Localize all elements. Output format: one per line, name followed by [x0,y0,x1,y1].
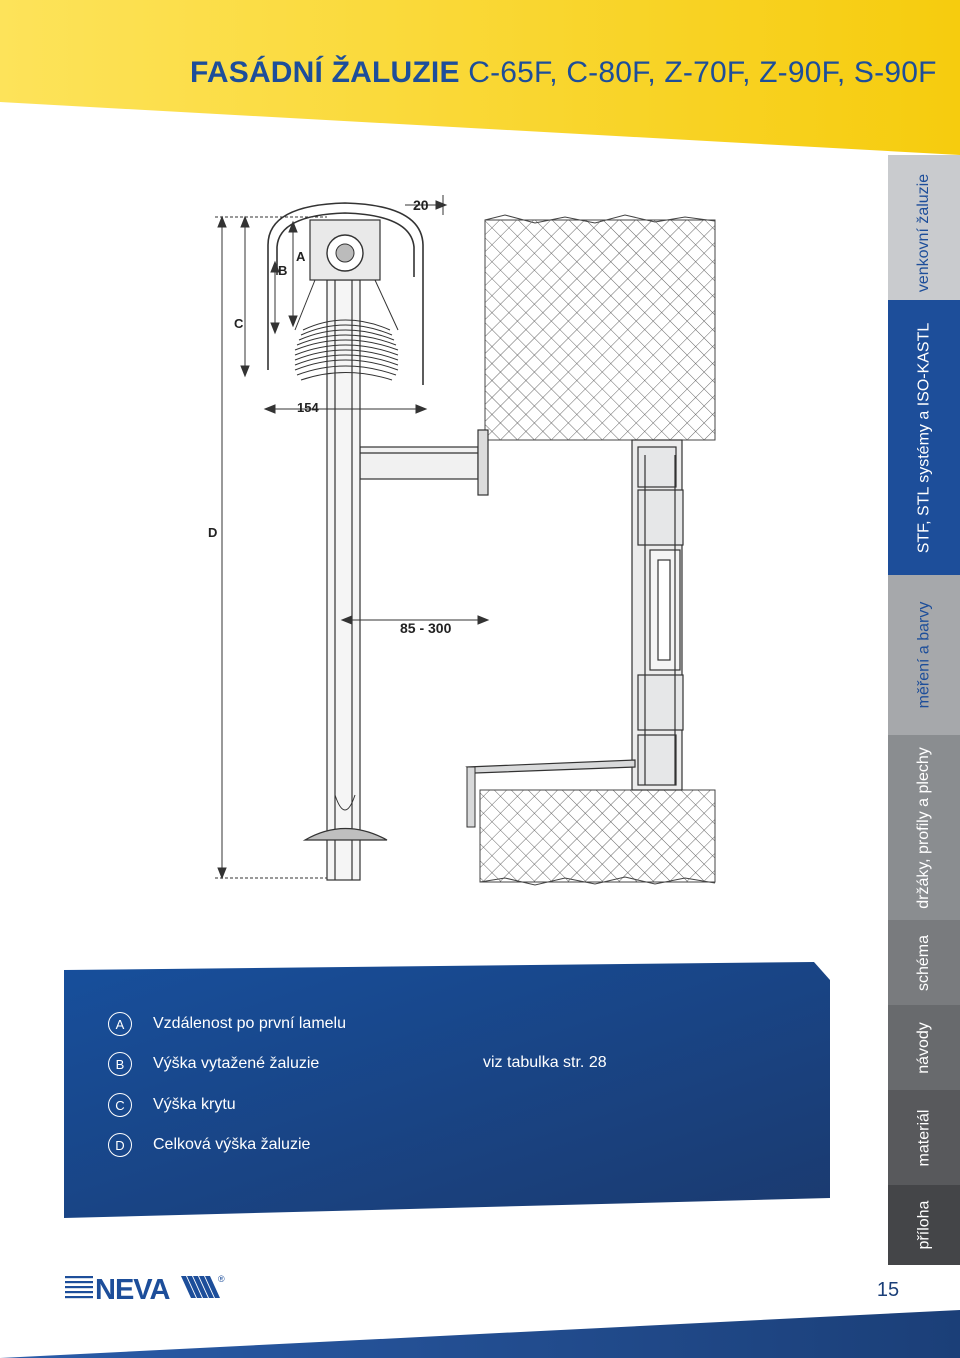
dim-label-d: D [208,525,217,540]
sidebar-tab-label: materiál [915,1109,932,1166]
neva-logo-registered: ® [218,1274,225,1284]
dim-label-a: A [296,249,306,264]
window-sill [465,759,636,828]
footer-band [0,1310,960,1358]
slat-stack [294,279,399,381]
sidebar-tab-venkovni-zaluzie[interactable]: venkovní žaluzie [888,155,960,310]
legend-text-b: Výška vytažené žaluzie [153,1055,320,1072]
legend-badge-a: A [108,1012,132,1036]
sidebar-tab-label: příloha [914,1200,932,1250]
wall-upper [484,214,716,441]
bottom-rail [302,794,388,841]
wall-bracket [359,429,489,496]
dimension-lines [215,195,490,880]
legend-panel [64,962,830,1218]
sidebar-tab-label: schéma [915,934,932,991]
sidebar-tab-priloha[interactable]: příloha [888,1185,960,1265]
neva-logo-text: NEVA [95,1274,170,1306]
motor-shaft [309,219,381,281]
header-band [0,0,960,155]
page-number: 15 [876,1279,900,1301]
dim-label-c: C [234,316,244,331]
legend-text-a: Vzdálenost po první lamelu [153,1015,346,1032]
sidebar-tab-navody[interactable]: návody [888,1005,960,1090]
wall-lower [479,789,716,886]
sidebar-tab-material[interactable]: materiál [888,1090,960,1185]
dim-label-85-300: 85 - 300 [400,620,452,636]
legend-text-c: Výška krytu [153,1096,236,1113]
dim-label-154: 154 [297,400,319,415]
sidebar-tab-schema[interactable]: schéma [888,920,960,1005]
technical-drawing: 20 A B C D 154 85 - 300 [208,195,716,886]
legend-item-c: C Výška krytu [108,1091,236,1119]
neva-logo: NEVA ® [65,1274,225,1306]
sidebar-tab-systemy[interactable]: STF, STL systémy a ISO-KASTL [888,300,960,575]
sidebar-nav: venkovní žaluzie STF, STL systémy a ISO-… [888,155,960,1265]
window-frame-profile [631,439,684,791]
sidebar-tab-label: měření a barvy [915,601,932,709]
sidebar-tab-drzaky[interactable]: držáky, profily a plechy [888,735,960,920]
guide-rail [326,279,361,881]
dim-label-b: B [278,263,287,278]
sidebar-tab-mereni-a-barvy[interactable]: měření a barvy [888,575,960,735]
page-title: FASÁDNÍ ŽALUZIE C-65F, C-80F, Z-70F, Z-9… [190,56,937,90]
legend-text-d: Celková výška žaluzie [153,1136,311,1153]
head-box [267,202,424,385]
page-title-main: FASÁDNÍ ŽALUZIE [190,56,460,89]
page-title-models: C-65F, C-80F, Z-70F, Z-90F, S-90F [468,56,937,89]
sidebar-tab-label: STF, STL systémy a ISO-KASTL [915,322,933,553]
legend-item-b: B Výška vytažené žaluzie [108,1050,319,1078]
dim-label-20: 20 [413,197,429,213]
sidebar-tab-label: návody [915,1021,932,1074]
legend-note: viz tabulka str. 28 [483,1054,607,1071]
legend-item-a: A Vzdálenost po první lamelu [108,1010,346,1038]
legend-badge-b: B [108,1052,132,1076]
legend-badge-d: D [108,1133,132,1157]
legend-badge-c: C [108,1093,132,1117]
sidebar-tab-label: držáky, profily a plechy [915,746,933,909]
sidebar-tab-label: venkovní žaluzie [915,173,933,292]
legend-item-d: D Celková výška žaluzie [108,1131,310,1159]
